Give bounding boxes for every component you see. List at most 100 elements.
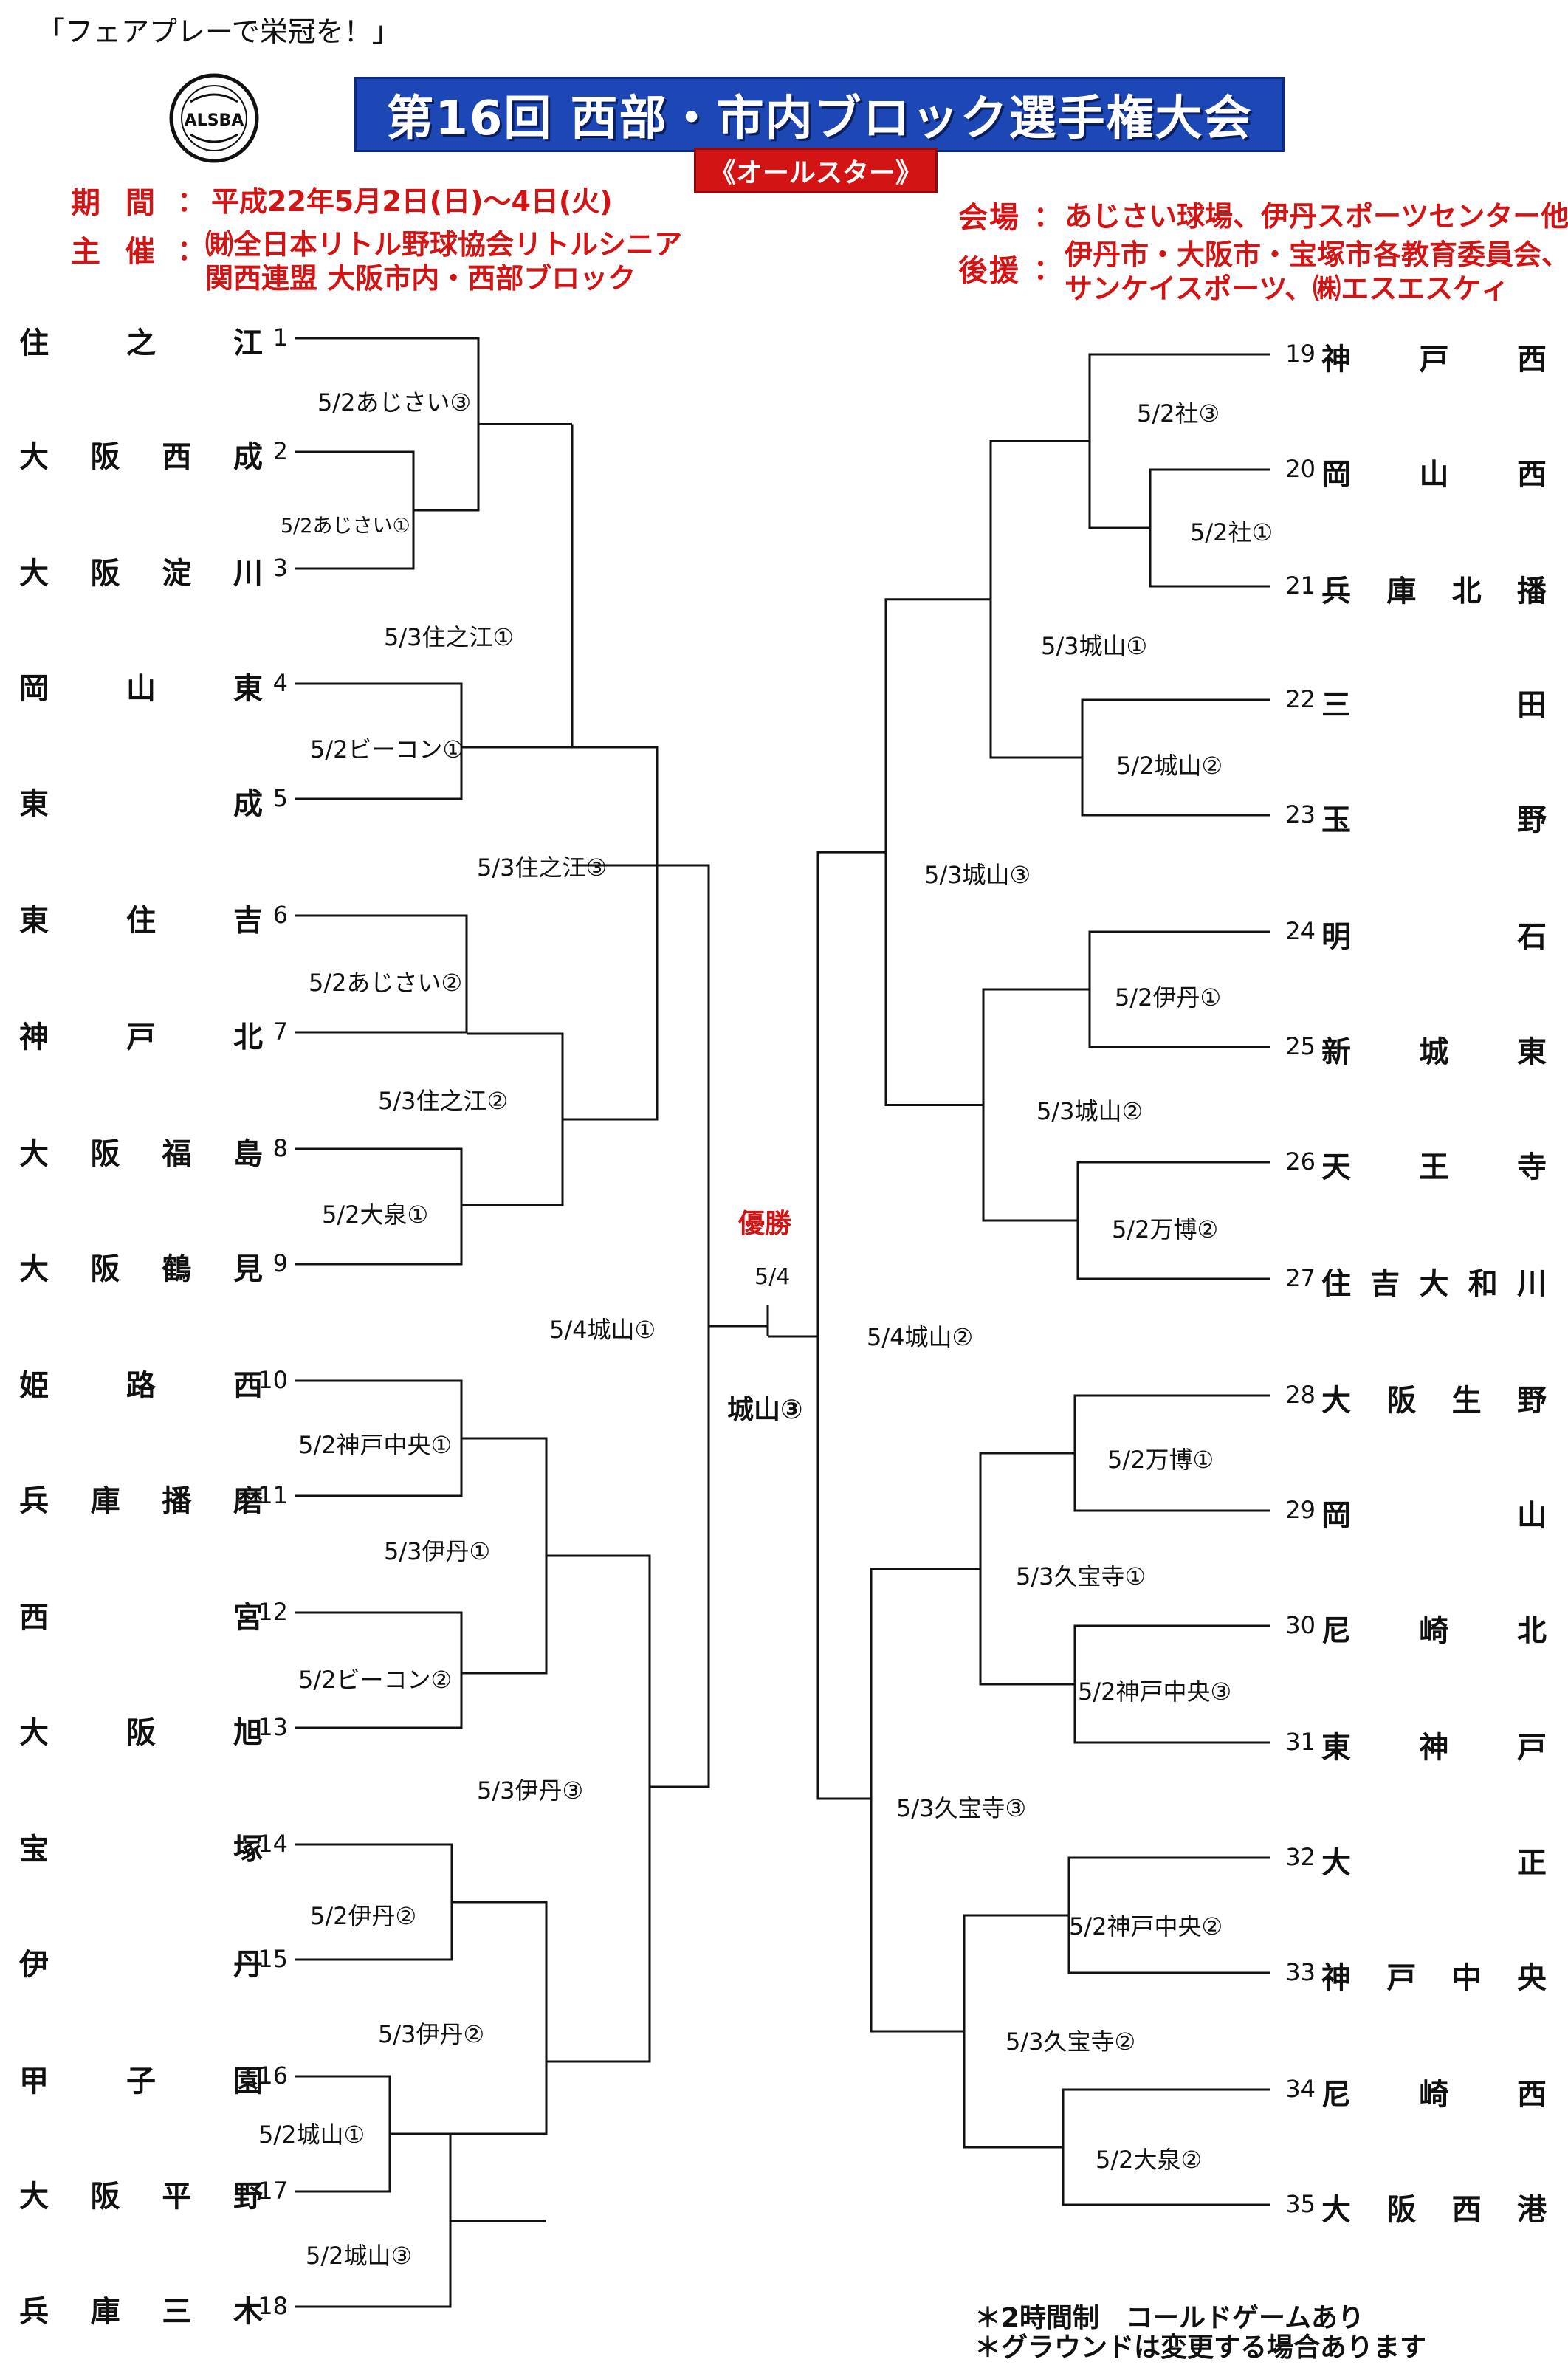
bracket-line [390, 1901, 548, 2135]
team-number: 21 [1285, 571, 1316, 600]
team-name-char: 鶴 [162, 1252, 192, 1286]
match-label-left: 5/3伊丹② [378, 2020, 485, 2048]
team-name-char: 新 [1321, 1035, 1351, 1069]
match-label-right: 5/3城山① [1041, 632, 1148, 660]
team-name-char: 阪 [90, 1252, 120, 1286]
team-name-char: 阪 [90, 1137, 120, 1171]
match-label-right: 5/3久宝寺① [1016, 1562, 1146, 1590]
team-name-char: 川 [1517, 1267, 1547, 1301]
team-name-char: 西 [162, 440, 192, 474]
team-name-char: 兵 [1321, 574, 1351, 608]
team-name-char: 北 [233, 1020, 263, 1054]
match-label-left: 5/2ビーコン① [310, 735, 464, 763]
team-number: 3 [272, 554, 288, 582]
page-title: 第16回 西部・市内ブロック選手権大会 [386, 92, 1253, 146]
team-number: 25 [1285, 1032, 1316, 1060]
team-name-char: 港 [1516, 2193, 1547, 2227]
team-name-char: 西 [19, 1601, 49, 1635]
team-name-char: 西 [1517, 343, 1547, 377]
team-name-char: 戸 [126, 1020, 156, 1054]
team-row-right: 神戸中央 [1321, 1954, 1547, 1997]
team-name-char: 神 [1321, 343, 1351, 377]
team-number: 8 [272, 1134, 288, 1162]
team-name-char: 阪 [90, 440, 120, 474]
team-name-char: 西 [1517, 2078, 1547, 2112]
team-name-char: 路 [126, 1369, 156, 1403]
team-name-char: 寺 [1517, 1150, 1547, 1184]
match-label-right: 5/2城山② [1116, 752, 1223, 780]
team-number: 19 [1285, 340, 1316, 368]
final-date: 5/4 [754, 1264, 791, 1290]
team-name-char: 江 [233, 326, 263, 360]
team-row-left: 岡山東 [19, 665, 263, 707]
match-label-left: 5/2あじさい③ [317, 388, 472, 416]
final-venue: 城山③ [727, 1395, 803, 1425]
team-name-char: 丹 [233, 1948, 263, 1982]
team-number: 35 [1285, 2190, 1316, 2218]
match-label-left: 5/2ビーコン② [298, 1666, 453, 1694]
team-name-char: 西 [1451, 2193, 1482, 2227]
team-name-char: 兵 [19, 1484, 49, 1518]
team-name-char: 兵 [19, 2295, 49, 2329]
team-name-char: 庫 [90, 1484, 120, 1518]
venue-label: 会場 [958, 201, 1020, 235]
team-number: 1 [272, 323, 288, 351]
match-label-left: 5/2伊丹② [310, 1902, 417, 1930]
team-number: 23 [1285, 800, 1316, 828]
team-row-left: 兵庫播磨 [19, 1477, 263, 1520]
team-row-left: 大阪福島 [19, 1130, 263, 1173]
team-row-right: 新城東 [1321, 1028, 1547, 1071]
team-name-char: 三 [1321, 688, 1351, 722]
team-number: 6 [272, 901, 288, 929]
team-row-right: 住吉大和川 [1321, 1260, 1547, 1302]
team-number: 11 [258, 1481, 288, 1509]
team-number: 4 [272, 669, 288, 697]
team-name-char: 島 [233, 1137, 263, 1171]
team-number: 34 [1285, 2075, 1316, 2103]
team-number: 14 [258, 1830, 288, 1858]
match-label-right: 5/2大泉② [1096, 2146, 1203, 2174]
match-label-right: 5/2神戸中央③ [1078, 1678, 1232, 1706]
team-name-char: 北 [1451, 574, 1482, 608]
team-name-char: 平 [162, 2180, 192, 2214]
team-row-right: 兵庫北播 [1321, 567, 1547, 610]
bracket-line [295, 914, 468, 1034]
bracket-line [295, 337, 480, 512]
team-name-char: 東 [1321, 1731, 1351, 1765]
champion-label: 優勝 [738, 1209, 792, 1239]
match-label-right: 5/3久宝寺③ [896, 1794, 1027, 1822]
team-name-char: 岡 [19, 672, 49, 706]
team-row-right: 尼崎西 [1321, 2070, 1547, 2113]
team-row-right: 岡山西 [1321, 450, 1547, 493]
match-label-right: 5/4城山② [867, 1323, 974, 1351]
team-name-char: 山 [1419, 458, 1449, 492]
team-name-char: 吉 [233, 904, 263, 938]
support-value-2: サンケイスポーツ、㈱エスエスケィ [1065, 272, 1510, 305]
team-number: 31 [1285, 1728, 1316, 1756]
team-row-left: 姫路西 [19, 1362, 263, 1404]
match-label-left: 5/2あじさい① [281, 515, 410, 538]
team-name-char: 石 [1517, 920, 1547, 954]
team-name-char: 王 [1419, 1150, 1449, 1184]
match-label-left: 5/2城山① [258, 2121, 365, 2149]
team-number: 28 [1285, 1381, 1316, 1409]
team-name-char: 田 [1517, 688, 1547, 722]
team-row-right: 尼崎北 [1321, 1607, 1547, 1650]
team-row-left: 伊丹 [19, 1940, 263, 1983]
team-row-left: 東成 [19, 780, 263, 823]
team-number: 20 [1285, 455, 1316, 483]
support-colon: ： [1034, 253, 1062, 286]
bracket-line [884, 598, 991, 1106]
bracket-line [989, 440, 1090, 759]
team-number: 12 [258, 1598, 288, 1626]
team-name-char: 大 [1419, 1267, 1449, 1301]
match-label-right: 5/2社③ [1137, 399, 1220, 428]
period-label: 期 間 [71, 186, 162, 220]
team-row-right: 神戸西 [1321, 335, 1547, 378]
match-label-right: 5/2社① [1190, 518, 1273, 546]
team-name-char: 之 [126, 326, 156, 360]
bracket-line [1088, 353, 1270, 529]
slogan: 「フェアプレーで栄冠を！」 [37, 16, 400, 48]
host-value-1: ㈶全日本リトル野球協会リトルシニア [205, 228, 683, 261]
